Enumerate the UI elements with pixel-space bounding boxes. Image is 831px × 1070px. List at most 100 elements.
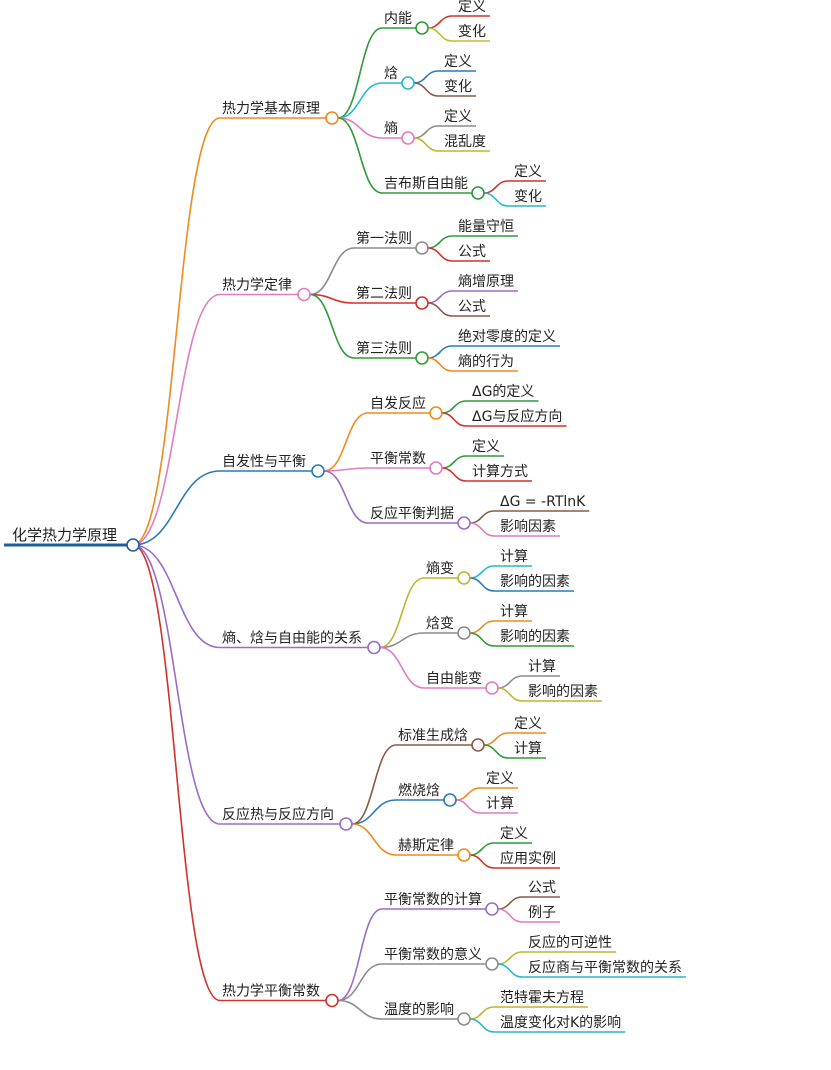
leaf-label: 计算 <box>528 659 556 675</box>
topic-to-leaf-link <box>441 467 467 482</box>
topic-toggle-dot[interactable] <box>457 516 471 530</box>
branch-to-topic-link <box>309 293 355 304</box>
topic-label: 焓变 <box>426 616 454 632</box>
branch-label: 自发性与平衡 <box>222 454 306 470</box>
root-to-branch-link <box>132 544 221 1002</box>
topic-to-leaf-link <box>427 345 453 359</box>
topic-label: 第二法则 <box>356 285 412 302</box>
topic-toggle-dot[interactable] <box>415 351 429 365</box>
topic-toggle-dot[interactable] <box>457 848 471 862</box>
topic-to-leaf-link <box>469 522 495 537</box>
topic-toggle-dot[interactable] <box>401 131 415 145</box>
topic-label: 熵 <box>384 121 398 137</box>
leaf-label: 定义 <box>500 826 528 842</box>
topic-label: 吉布斯自由能 <box>384 176 468 192</box>
topic-label: 平衡常数的意义 <box>384 946 482 963</box>
topic-toggle-dot[interactable] <box>429 461 443 475</box>
topic-label: 自由能变 <box>426 671 482 687</box>
branch-label: 熵、焓与自由能的关系 <box>222 631 362 647</box>
leaf-label: 计算方式 <box>472 464 528 480</box>
topic-label: 熵变 <box>426 561 454 577</box>
topic-label: 平衡常数的计算 <box>384 892 482 908</box>
leaf-label: ΔG = -RTlnK <box>500 494 586 510</box>
branch-to-topic-link <box>379 632 425 649</box>
topic-to-leaf-link <box>497 963 523 978</box>
leaf-label: 影响因素 <box>500 519 556 535</box>
topic-toggle-dot[interactable] <box>485 957 499 971</box>
topic-to-leaf-link <box>497 896 523 910</box>
branch-to-topic-link <box>351 744 397 825</box>
leaf-label: 温度变化对K的影响 <box>500 1015 621 1031</box>
topic-to-leaf-link <box>427 290 453 304</box>
topic-to-leaf-link <box>469 854 495 869</box>
leaf-label: 熵的行为 <box>458 354 514 370</box>
leaf-label: 定义 <box>514 716 542 732</box>
branch-to-topic-link <box>337 117 383 194</box>
topic-toggle-dot[interactable] <box>415 21 429 35</box>
branch-toggle-dot[interactable] <box>339 817 353 831</box>
branch-toggle-dot[interactable] <box>297 287 311 302</box>
topic-toggle-dot[interactable] <box>457 626 471 640</box>
topic-toggle-dot[interactable] <box>485 681 499 695</box>
leaf-label: 计算 <box>500 549 528 565</box>
leaf-label: 公式 <box>458 299 486 315</box>
topic-to-leaf-link <box>427 247 453 262</box>
branch-label: 热力学定律 <box>222 278 292 294</box>
topic-to-leaf-link <box>455 787 481 801</box>
topic-to-leaf-link <box>413 70 439 84</box>
branch-toggle-dot[interactable] <box>325 993 339 1008</box>
topic-toggle-dot[interactable] <box>415 296 429 310</box>
topic-to-leaf-link <box>441 400 467 414</box>
topic-toggle-dot[interactable] <box>457 1012 471 1026</box>
leaf-label: 计算 <box>500 604 528 620</box>
topic-toggle-dot[interactable] <box>471 738 485 752</box>
leaf-label: 绝对零度的定义 <box>458 329 556 345</box>
topic-to-leaf-link <box>427 15 453 29</box>
leaf-label: 应用实例 <box>500 850 556 867</box>
branch-label: 热力学平衡常数 <box>222 984 320 1000</box>
leaf-label: 熵增原理 <box>458 274 514 290</box>
leaf-label: 影响的因素 <box>528 684 598 700</box>
topic-label: 赫斯定律 <box>398 838 454 854</box>
branch-to-topic-link <box>337 27 383 119</box>
branch-to-topic-link <box>323 470 369 524</box>
branch-to-topic-link <box>323 467 369 472</box>
topic-to-leaf-link <box>483 192 509 207</box>
branch-toggle-dot[interactable] <box>311 464 325 478</box>
topic-to-leaf-link <box>483 744 509 759</box>
branch-to-topic-link <box>323 412 369 472</box>
topic-toggle-dot[interactable] <box>457 571 471 585</box>
topic-to-leaf-link <box>413 82 439 97</box>
branch-to-topic-link <box>379 577 425 649</box>
leaf-label: 反应的可逆性 <box>528 934 612 951</box>
branch-to-topic-link <box>337 963 383 1002</box>
leaf-label: 变化 <box>444 79 472 95</box>
topic-toggle-dot[interactable] <box>415 241 429 255</box>
topic-toggle-dot[interactable] <box>471 186 485 200</box>
topic-to-leaf-link <box>413 125 439 139</box>
branch-toggle-dot[interactable] <box>325 111 339 125</box>
leaf-label: 变化 <box>458 24 486 40</box>
topic-label: 焓 <box>384 66 398 82</box>
topic-label: 第三法则 <box>356 340 412 357</box>
topic-to-leaf-link <box>441 455 467 469</box>
topic-toggle-dot[interactable] <box>485 902 499 916</box>
leaf-label: 计算 <box>514 741 542 757</box>
branch-toggle-dot[interactable] <box>367 640 381 655</box>
leaf-label: 范特霍夫方程 <box>500 989 584 1006</box>
topic-to-leaf-link <box>427 235 453 249</box>
leaf-label: 公式 <box>528 880 556 896</box>
branch-to-topic-link <box>337 82 383 119</box>
topic-toggle-dot[interactable] <box>401 76 415 90</box>
branch-to-topic-link <box>351 823 397 856</box>
topic-toggle-dot[interactable] <box>429 406 443 420</box>
leaf-label: 混乱度 <box>444 134 486 150</box>
topic-toggle-dot[interactable] <box>443 793 457 807</box>
branch-to-topic-link <box>309 247 355 296</box>
root-toggle-dot[interactable] <box>126 538 140 552</box>
topic-to-leaf-link <box>469 565 495 579</box>
topic-label: 反应平衡判据 <box>370 505 454 522</box>
branch-to-topic-link <box>379 646 425 689</box>
leaf-label: 变化 <box>514 189 542 205</box>
